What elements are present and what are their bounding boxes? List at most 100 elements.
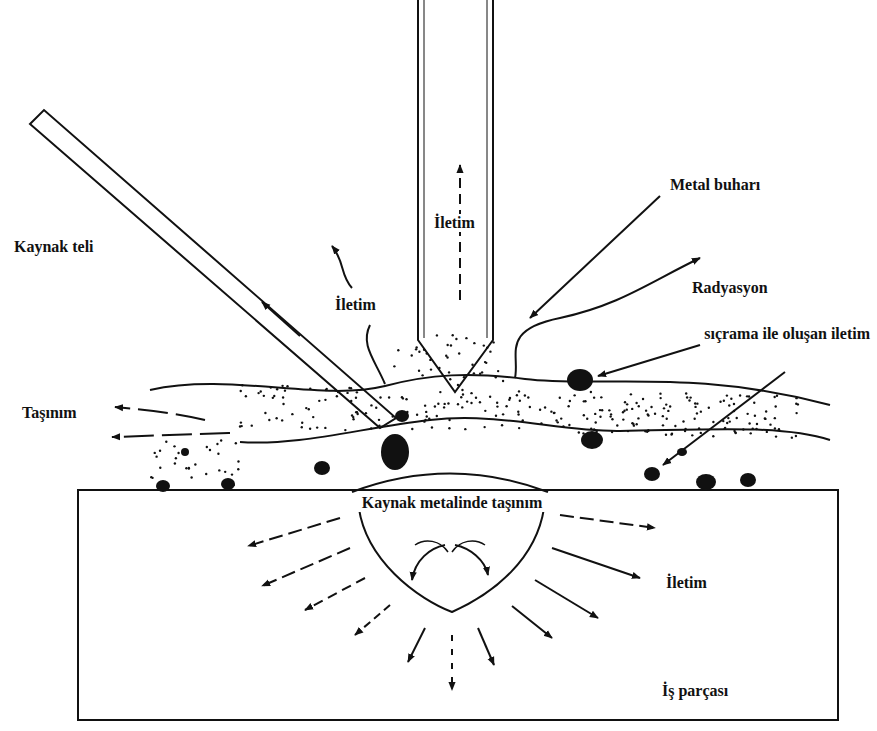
stipple-dot: [518, 390, 520, 392]
stipple-dot: [539, 409, 541, 411]
stipple-dot: [346, 392, 348, 394]
conduction-arrows: [248, 515, 655, 690]
leader-line: [663, 372, 785, 465]
conduction-arrow: [262, 548, 350, 586]
stipple-dot: [291, 413, 293, 415]
stipple-dot: [795, 435, 797, 437]
stipple-dot: [529, 406, 531, 408]
stipple-dot: [402, 397, 404, 399]
droplet: [677, 448, 687, 456]
stipple-dot: [462, 393, 464, 395]
stipple-dot: [611, 418, 613, 420]
stipple-dot: [275, 417, 277, 419]
stipple-dot: [505, 405, 507, 407]
stipple-dot: [240, 425, 242, 427]
stipple-dot: [272, 397, 274, 399]
stipple-dot: [489, 396, 491, 398]
stipple-dot: [750, 432, 752, 434]
stipple-dot: [769, 423, 771, 425]
stipple-dot: [764, 417, 766, 419]
stipple-dot: [776, 394, 778, 396]
stipple-dot: [446, 344, 448, 346]
stipple-dot: [599, 415, 601, 417]
stipple-dot: [795, 397, 797, 399]
droplet: [381, 434, 409, 470]
stipple-dot: [464, 428, 466, 430]
stipple-dot: [633, 424, 635, 426]
stipple-dot: [544, 406, 546, 408]
stipple-dot: [237, 468, 239, 470]
stipple-dot: [635, 402, 637, 404]
stipple-dot: [245, 395, 247, 397]
stipple-dot: [578, 431, 580, 433]
stipple-dot: [406, 411, 408, 413]
stipple-dot: [460, 396, 462, 398]
part-label: Kaynak metalinde taşınım: [352, 494, 552, 512]
stipple-dot: [700, 410, 702, 412]
stipple-dot: [217, 453, 219, 455]
conduction-arrow: [332, 246, 352, 288]
stipple-dot: [224, 471, 226, 473]
workpiece: [78, 490, 838, 720]
stipple-dot: [590, 427, 592, 429]
radiation-arrow: [515, 258, 700, 378]
stipple-dot: [486, 346, 488, 348]
stipple-dot: [630, 393, 632, 395]
stipple-dot: [463, 376, 465, 378]
stipple-dot: [616, 424, 618, 426]
stipple-dot: [712, 421, 714, 423]
stipple-dot: [284, 389, 286, 391]
stipple-dot: [609, 415, 611, 417]
stipple-dot: [696, 412, 698, 414]
stipple-dot: [418, 370, 420, 372]
conduction-arrow: [560, 515, 655, 528]
stipple-dot: [635, 423, 637, 425]
arc-stipple: [150, 334, 799, 486]
stipple-dot: [671, 433, 673, 435]
stipple-dot: [216, 443, 218, 445]
stipple-dot: [324, 427, 326, 429]
stipple-dot: [305, 407, 307, 409]
stipple-dot: [325, 388, 327, 390]
stipple-dot: [654, 413, 656, 415]
stipple-dot: [517, 413, 519, 415]
stipple-dot: [235, 442, 237, 444]
stipple-dot: [205, 473, 207, 475]
stipple-dot: [309, 428, 311, 430]
leader-line: [598, 345, 700, 376]
stipple-dot: [524, 394, 526, 396]
stipple-dot: [729, 420, 731, 422]
stipple-dot: [496, 405, 498, 407]
pool-convection-arrow: [455, 545, 488, 575]
stipple-dot: [501, 424, 503, 426]
stipple-dot: [736, 417, 738, 419]
stipple-dot: [428, 417, 430, 419]
stipple-dot: [438, 367, 440, 369]
stipple-dot: [324, 399, 326, 401]
stipple-dot: [470, 402, 472, 404]
stipple-dot: [746, 395, 748, 397]
stipple-dot: [471, 364, 473, 366]
droplet: [314, 461, 330, 475]
stipple-dot: [723, 399, 725, 401]
stipple-dot: [416, 414, 418, 416]
droplet: [395, 410, 409, 422]
stipple-dot: [209, 449, 211, 451]
stipple-dot: [431, 426, 433, 428]
stipple-dot: [177, 452, 179, 454]
stipple-dot: [594, 413, 596, 415]
stipple-dot: [645, 409, 647, 411]
stipple-dot: [356, 391, 358, 393]
stipple-dot: [795, 403, 797, 405]
stipple-dot: [350, 400, 352, 402]
stipple-dot: [569, 400, 571, 402]
stipple-dot: [622, 418, 624, 420]
stipple-dot: [337, 391, 339, 393]
stipple-dot: [733, 410, 735, 412]
part-label: İletim: [664, 574, 709, 592]
stipple-dot: [415, 348, 417, 350]
stipple-dot: [497, 370, 499, 372]
stipple-dot: [257, 392, 259, 394]
stipple-dot: [465, 337, 467, 339]
stipple-dot: [318, 400, 320, 402]
